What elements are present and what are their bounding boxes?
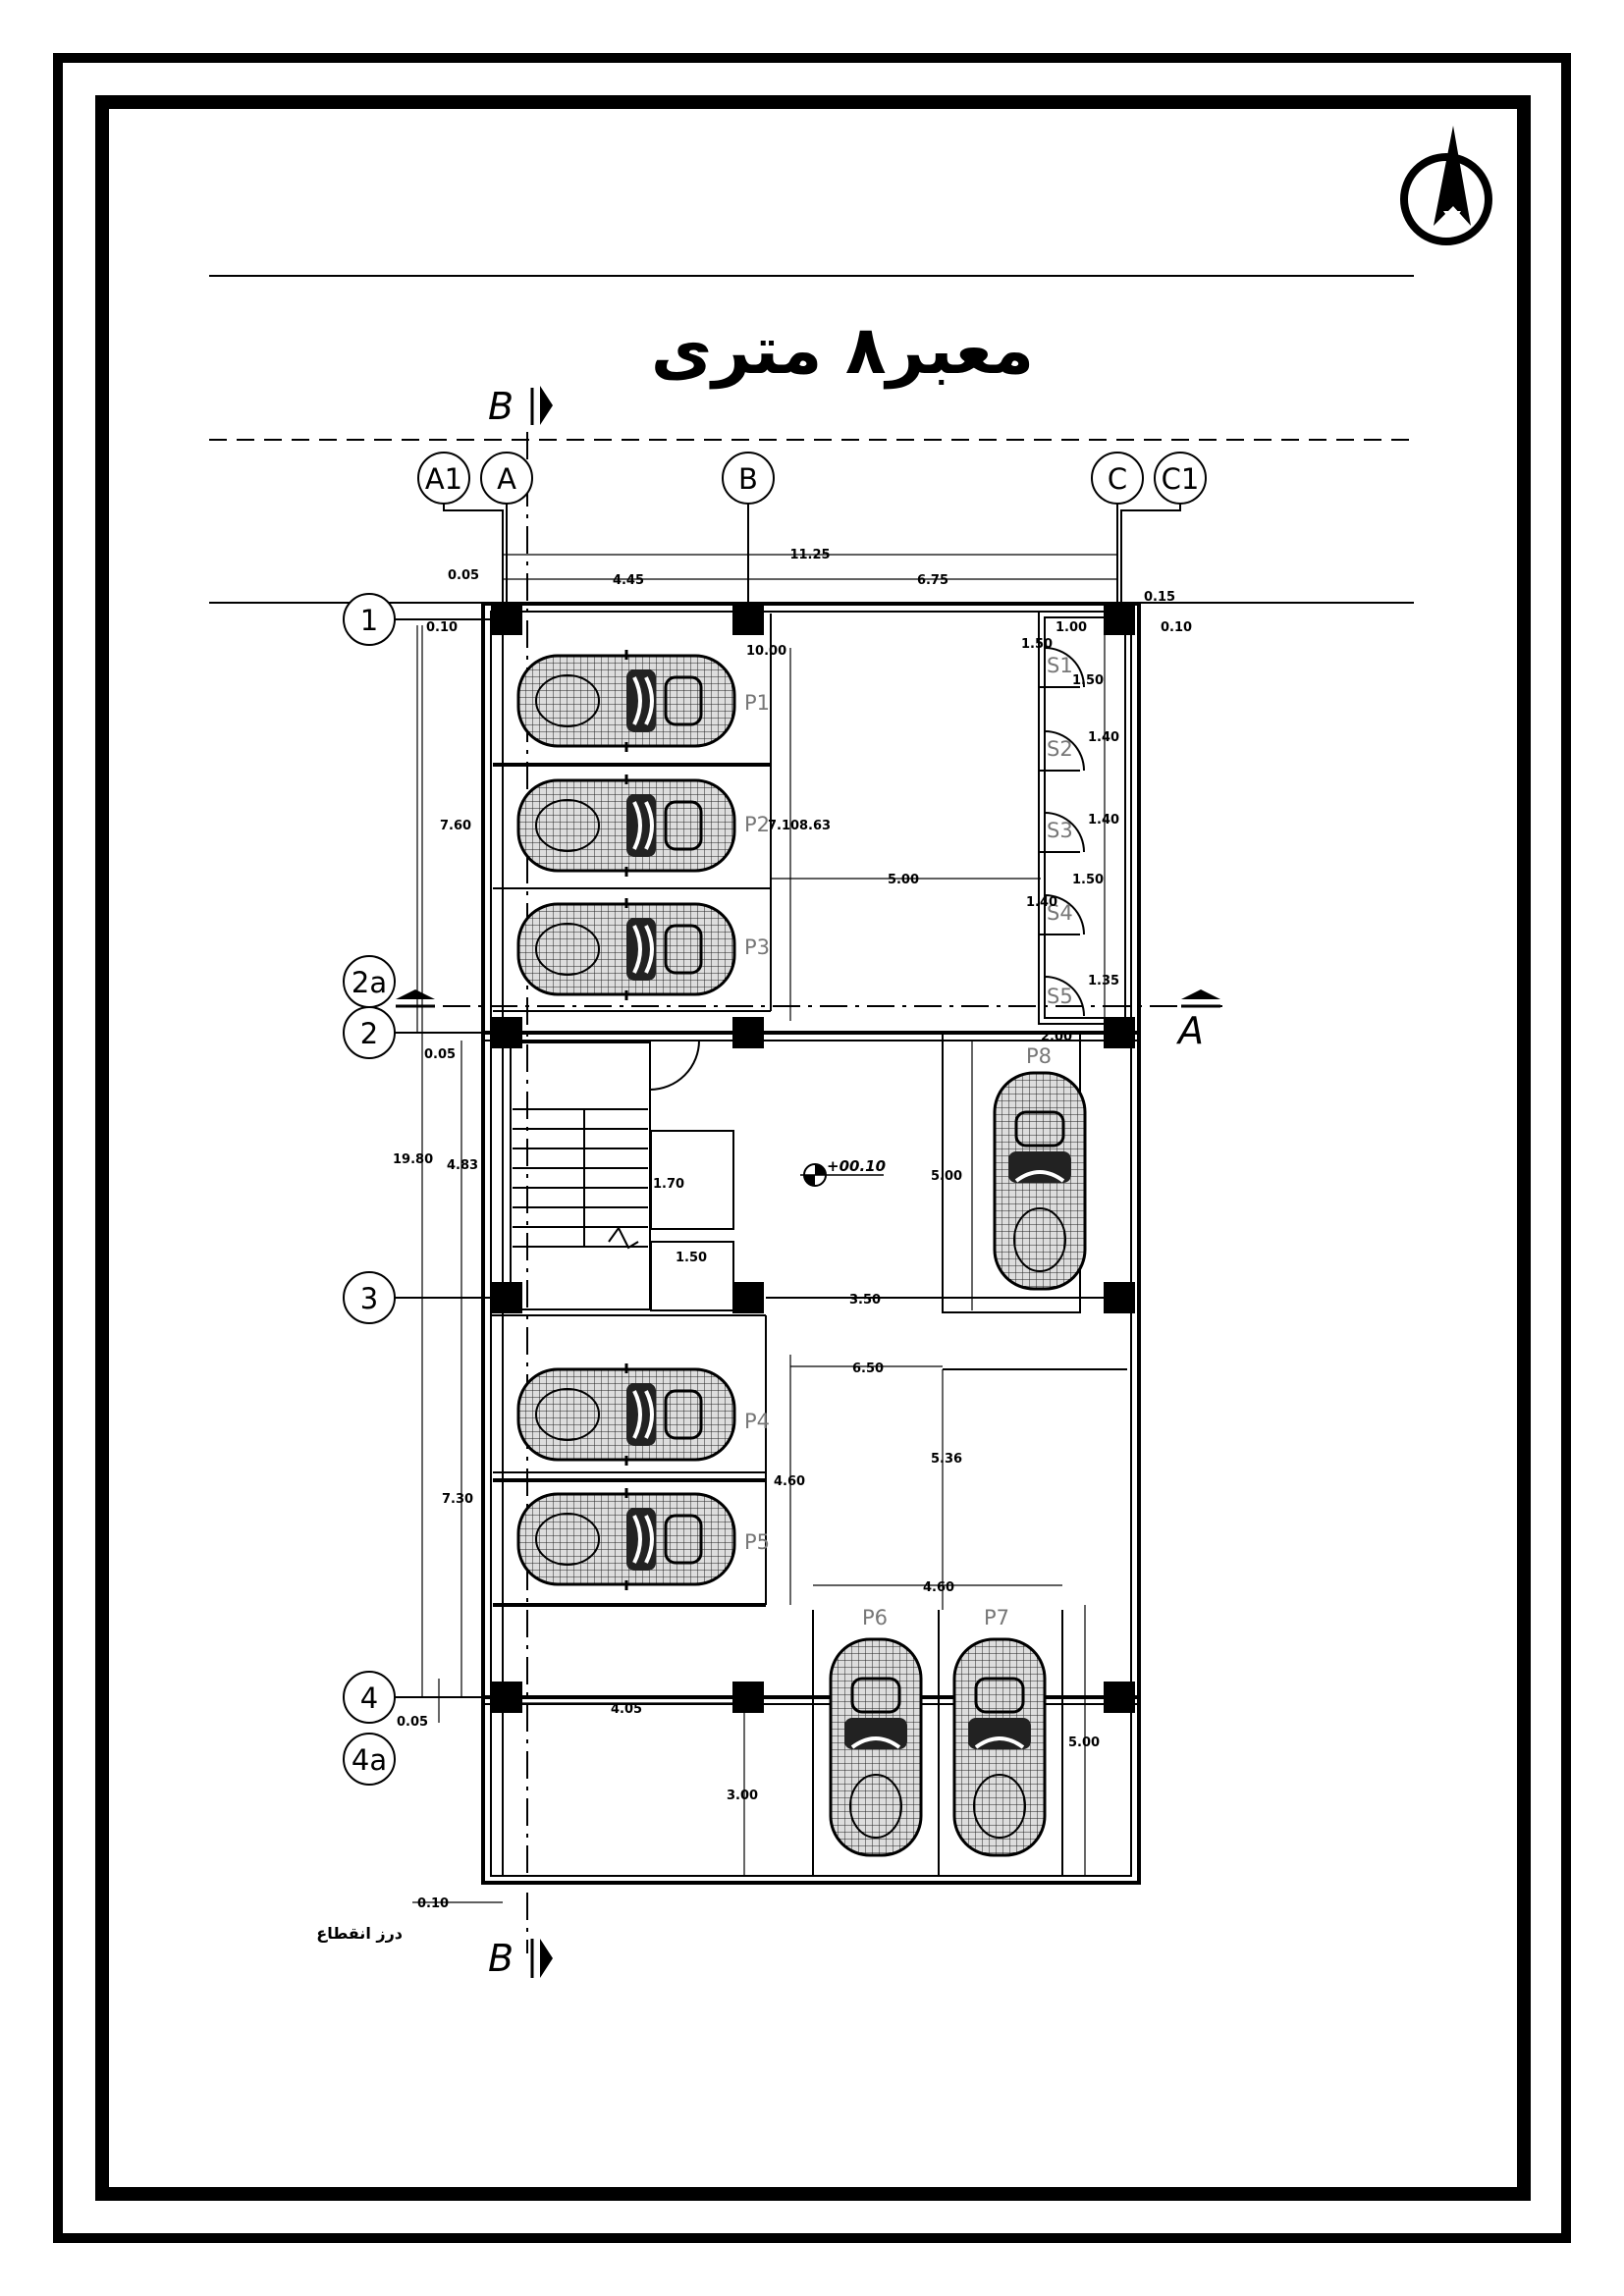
north-arrow-icon [1400, 126, 1492, 245]
storage-label-s5: S5 [1047, 985, 1073, 1008]
dimension-texts: 11.25 4.45 6.75 0.05 0.15 0.10 0.10 1.00… [393, 548, 1192, 1911]
svg-text:4a: 4a [352, 1743, 387, 1777]
svg-text:A: A [497, 462, 516, 496]
parking-label-p1: P1 [744, 691, 770, 715]
svg-text:4: 4 [360, 1682, 378, 1715]
elevation-marker: +00.10 [800, 1157, 886, 1187]
dim-350: 3.50 [849, 1293, 881, 1308]
dimension-lines [412, 554, 1117, 1903]
dim-863: 8.63 [799, 819, 831, 833]
dim-140a: 1.40 [1088, 730, 1119, 745]
section-marker-b-bottom: B [488, 1937, 553, 1980]
svg-text:3: 3 [360, 1282, 378, 1315]
svg-text:2: 2 [360, 1017, 378, 1050]
car-p4-icon [516, 1362, 736, 1468]
dim-150c: 1.50 [1072, 873, 1104, 887]
dim-010-left: 0.10 [426, 620, 458, 635]
dim-005b: 0.05 [424, 1047, 456, 1062]
dim-005c: 0.05 [397, 1715, 428, 1730]
parking-label-p6: P6 [862, 1606, 888, 1629]
car-p6-icon [829, 1637, 923, 1857]
dim-500-p8: 5.00 [931, 1169, 962, 1184]
dim-650: 6.50 [852, 1362, 884, 1376]
svg-text:1: 1 [360, 604, 378, 637]
car-p1-icon [516, 648, 736, 754]
svg-text:+00.10: +00.10 [827, 1157, 886, 1175]
dim-300: 3.00 [727, 1789, 758, 1803]
section-marker-a-left [396, 989, 435, 1008]
street-title: معبر۸ متری [651, 312, 1034, 390]
dim-710: 7.10 [768, 819, 799, 833]
dim-483: 4.83 [447, 1158, 478, 1173]
parking-label-p2: P2 [744, 813, 770, 836]
parking-label-p8: P8 [1026, 1044, 1052, 1068]
car-p5-icon [516, 1486, 736, 1592]
dim-730: 7.30 [442, 1492, 473, 1507]
dim-1000: 10.00 [746, 644, 786, 659]
dim-200: 2.00 [1041, 1030, 1072, 1044]
svg-text:B: B [738, 462, 758, 496]
dim-1980: 19.80 [393, 1152, 433, 1167]
parking-stalls-top [493, 614, 772, 1012]
storage-label-s1: S1 [1047, 654, 1073, 677]
dim-405: 4.05 [611, 1702, 642, 1717]
svg-text:2a: 2a [352, 966, 387, 999]
storage-label-s4: S4 [1047, 901, 1073, 925]
parking-label-p5: P5 [744, 1530, 770, 1554]
svg-text:A: A [1175, 1009, 1204, 1052]
parking-label-p7: P7 [984, 1606, 1009, 1629]
grid-bubbles-rows: 1 2a 2 3 4 4a [343, 593, 503, 1786]
dim-150a: 1.50 [1021, 637, 1053, 652]
storage-units [1038, 611, 1132, 1025]
car-p2-icon [516, 773, 736, 879]
dim-right-offset: 0.15 [1144, 590, 1175, 605]
dim-760: 7.60 [440, 819, 471, 833]
dim-b-c: 6.75 [917, 573, 948, 588]
parking-label-p3: P3 [744, 935, 770, 959]
dim-010-bottom: 0.10 [417, 1896, 449, 1911]
inner-border [95, 95, 1531, 2201]
car-p7-icon [952, 1637, 1047, 1857]
stair-core [510, 1040, 734, 1311]
dim-140c: 1.40 [1026, 895, 1057, 910]
dim-150-stair: 1.50 [676, 1251, 707, 1265]
structural-columns [491, 604, 1135, 1713]
parking-label-p4: P4 [744, 1410, 770, 1433]
dim-536: 5.36 [931, 1452, 962, 1467]
svg-text:A1: A1 [425, 462, 462, 496]
svg-text:B: B [488, 385, 514, 428]
section-marker-a-right: A [1175, 989, 1220, 1052]
dim-140b: 1.40 [1088, 813, 1119, 828]
dim-170: 1.70 [653, 1177, 684, 1192]
section-marker-b-top: B [488, 385, 553, 428]
car-p3-icon [516, 896, 736, 1002]
dim-500-mid: 5.00 [888, 873, 919, 887]
svg-text:B: B [488, 1937, 514, 1980]
dim-150b: 1.50 [1072, 673, 1104, 688]
svg-text:C: C [1108, 462, 1127, 496]
car-p8-icon [993, 1071, 1087, 1291]
dim-100: 1.00 [1056, 620, 1087, 635]
dim-010-right: 0.10 [1161, 620, 1192, 635]
dim-460v: 4.60 [774, 1474, 805, 1489]
svg-text:C1: C1 [1162, 462, 1200, 496]
grid-bubbles-columns: A1 A B C C1 [417, 452, 1207, 602]
storage-label-s2: S2 [1047, 737, 1073, 761]
dim-460h: 4.60 [923, 1580, 954, 1595]
storage-label-s3: S3 [1047, 819, 1073, 842]
dim-135: 1.35 [1088, 974, 1119, 988]
expansion-joint-label: درز انقطاع [316, 1924, 403, 1943]
parking-stalls-middle [491, 1032, 1127, 1875]
outer-border [53, 53, 1571, 2243]
dim-overall-width: 11.25 [789, 548, 830, 562]
dim-left-offset: 0.05 [448, 568, 479, 583]
dim-a-b: 4.45 [613, 573, 644, 588]
dim-500-p67: 5.00 [1068, 1735, 1100, 1750]
